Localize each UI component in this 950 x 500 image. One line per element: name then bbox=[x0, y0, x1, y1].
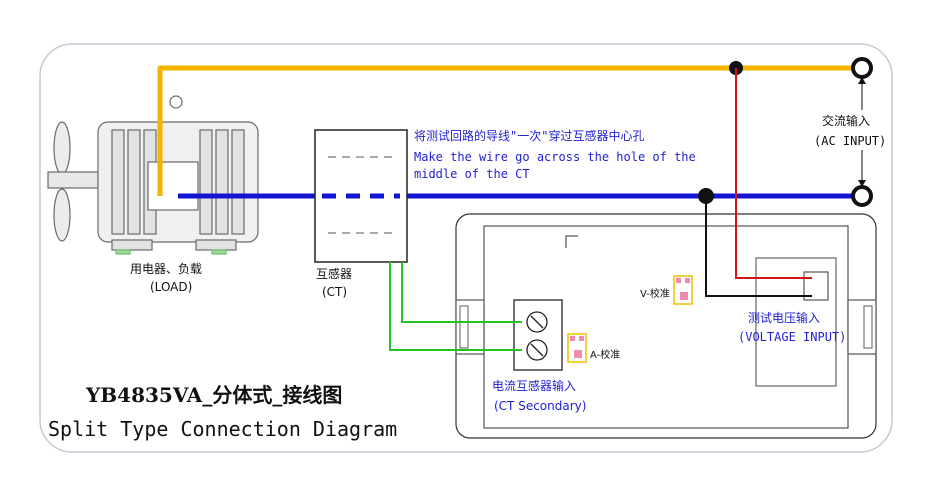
ct-secondary-wire-2 bbox=[389, 262, 522, 351]
ac-terminal-neutral bbox=[851, 185, 873, 207]
v-calib-pad-icon bbox=[673, 275, 693, 305]
screw-terminal-icon bbox=[513, 299, 563, 371]
ac-terminal-live bbox=[851, 57, 873, 79]
motor-icon bbox=[47, 95, 259, 255]
instruction-en-1: Make the wire go across the hole of the bbox=[414, 150, 696, 164]
ct-secondary-cn: 电流互感器输入 bbox=[492, 378, 576, 393]
a-calib-pad-icon bbox=[567, 333, 587, 363]
ct-en: (CT) bbox=[322, 285, 347, 299]
voltage-input-en: (VOLTAGE INPUT) bbox=[738, 330, 846, 344]
voltage-sense-red bbox=[735, 68, 812, 279]
a-calib-label: A-校准 bbox=[590, 348, 620, 361]
ct-cn: 互感器 bbox=[316, 266, 352, 281]
ct-secondary-wire-1 bbox=[401, 262, 522, 323]
voltage-input-cn: 测试电压输入 bbox=[748, 310, 820, 325]
live-wire bbox=[157, 65, 858, 196]
ac-input-en: (AC INPUT) bbox=[814, 134, 886, 148]
diagram-title: YB4835VA_分体式_接线图 bbox=[85, 383, 342, 407]
v-calib-label: V-校准 bbox=[640, 287, 670, 300]
load-en: (LOAD) bbox=[150, 280, 192, 294]
load-cn: 用电器、负载 bbox=[130, 262, 202, 276]
meter-module bbox=[455, 213, 877, 439]
instruction-cn: 将测试回路的导线"一次"穿过互感器中心孔 bbox=[414, 128, 644, 143]
diagram-subtitle: Split Type Connection Diagram bbox=[48, 417, 397, 441]
ac-input-cn: 交流输入 bbox=[822, 113, 870, 128]
instruction-en-2: middle of the CT bbox=[414, 167, 530, 181]
diagram-frame bbox=[39, 43, 893, 453]
ct-secondary-en: (CT Secondary) bbox=[494, 399, 586, 413]
voltage-sense-black bbox=[705, 196, 812, 297]
